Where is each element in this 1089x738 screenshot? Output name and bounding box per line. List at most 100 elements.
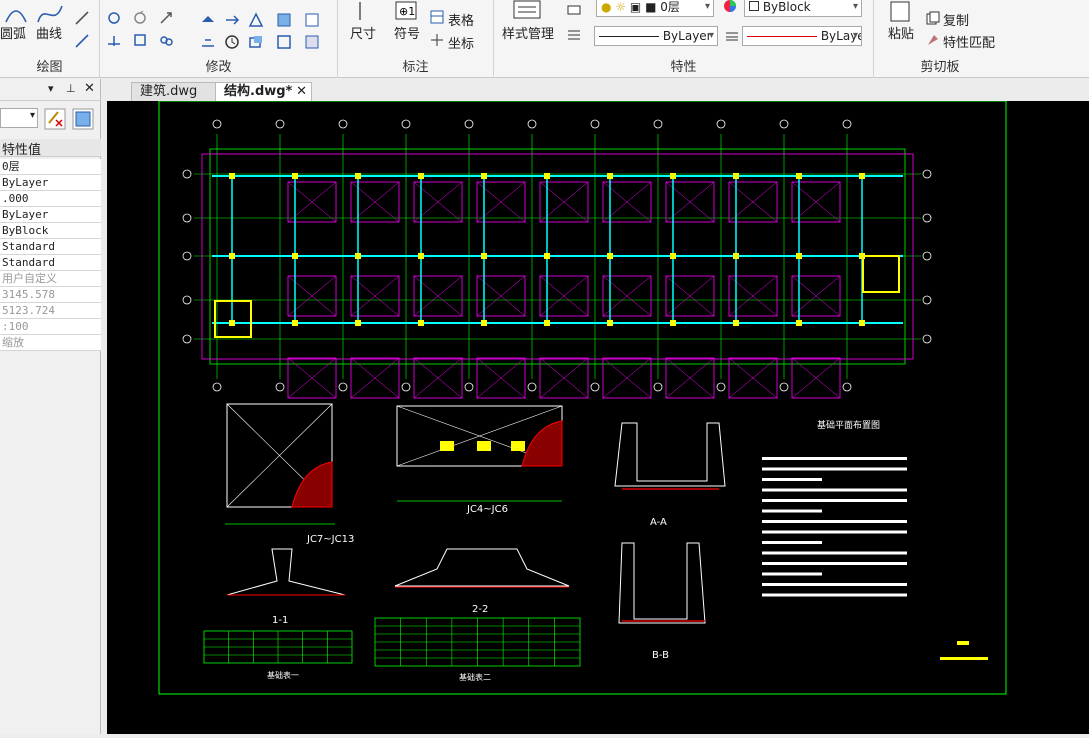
table-button[interactable]: 表格 <box>448 14 475 29</box>
coordinate-button[interactable]: 坐标 <box>448 37 475 52</box>
axis-bubble <box>590 119 600 129</box>
property-row-value[interactable]: .000 <box>0 191 101 207</box>
layer-manager-icon[interactable] <box>566 2 582 18</box>
move-icon[interactable] <box>106 10 122 26</box>
color-swatch-icon <box>749 1 759 11</box>
copy-button[interactable]: 复制 <box>943 14 970 29</box>
footing <box>602 357 652 399</box>
toggle-pickadd-icon[interactable] <box>44 108 66 130</box>
column <box>607 253 613 259</box>
stretch-icon[interactable] <box>248 12 264 28</box>
lineweight-icon[interactable] <box>724 28 740 44</box>
rotate-icon[interactable] <box>132 10 148 26</box>
offset-icon[interactable] <box>224 12 240 28</box>
panel-collapse-icon[interactable]: ▾ <box>48 82 54 95</box>
footing-diag <box>287 275 337 317</box>
trim-icon[interactable] <box>106 32 122 48</box>
property-row-value[interactable]: ByLayer <box>0 175 101 191</box>
footing-diag <box>539 357 589 399</box>
block-icon[interactable] <box>276 12 292 28</box>
footing <box>602 181 652 223</box>
footing <box>350 275 400 317</box>
coordinate-icon[interactable] <box>430 33 444 47</box>
mirror-icon[interactable] <box>200 34 216 50</box>
legend-mark <box>957 641 969 645</box>
erase-icon[interactable] <box>158 32 174 48</box>
column <box>670 253 676 259</box>
property-row-value[interactable]: 0层 <box>0 159 101 175</box>
linetype-dropdown[interactable]: ByLayer <box>594 26 718 46</box>
line-icon[interactable] <box>74 10 90 26</box>
scale-icon[interactable] <box>158 10 174 26</box>
property-row-value[interactable]: 5123.724 <box>0 303 101 319</box>
match-properties-icon[interactable] <box>926 33 940 47</box>
drawing-canvas[interactable]: 基础平面布置图 JC7~JC13 JC4~JC6 A-A 1-1 2-2 B-B… <box>107 100 1089 734</box>
property-row-value[interactable]: 用户自定义 <box>0 271 101 287</box>
note-line <box>762 499 907 502</box>
quick-select-icon[interactable] <box>72 108 94 130</box>
layer-dropdown[interactable]: ● ☼ ▣ ■ 0层 <box>596 0 714 17</box>
select-icon[interactable] <box>304 12 320 28</box>
copy-clip-icon[interactable] <box>926 11 940 25</box>
dimension-button[interactable]: 尺寸 <box>350 27 377 42</box>
panel-close-icon[interactable]: ✕ <box>84 81 95 96</box>
property-row-value[interactable]: 缩放 <box>0 335 101 351</box>
table-icon[interactable] <box>430 10 444 24</box>
symbol-button[interactable]: 符号 <box>394 27 421 42</box>
cad-drawing[interactable]: 基础平面布置图 JC7~JC13 JC4~JC6 A-A 1-1 2-2 B-B… <box>107 100 1089 734</box>
modify-group-label: 修改 <box>205 60 232 75</box>
footing <box>791 357 841 399</box>
panel-pin-icon[interactable]: ⊥ <box>66 82 76 95</box>
footing <box>539 275 589 317</box>
section-aa-outline <box>614 422 726 487</box>
section-22-label: 2-2 <box>472 604 488 615</box>
list-icon[interactable] <box>566 27 582 43</box>
color-dropdown[interactable]: ByBlock <box>744 0 862 17</box>
tab-architecture[interactable]: 建筑.dwg <box>131 82 219 101</box>
hatch-icon[interactable] <box>304 34 320 50</box>
explode-icon[interactable] <box>248 34 264 50</box>
stair-box <box>214 300 252 338</box>
polyline-icon[interactable] <box>74 33 90 49</box>
lineweight-dropdown[interactable]: ByLayer <box>742 26 862 46</box>
footing-plan-diag <box>226 403 333 508</box>
footing <box>287 357 337 399</box>
curve-button[interactable]: 曲线 <box>36 27 63 42</box>
dimension-icon[interactable] <box>350 2 370 20</box>
footing-column <box>440 441 454 451</box>
color-wheel-icon[interactable] <box>722 0 738 14</box>
axis-bubble <box>464 119 474 129</box>
footing-diag <box>602 181 652 223</box>
property-row-value[interactable]: Standard <box>0 239 101 255</box>
axis-bubble <box>464 382 474 392</box>
symbol-icon[interactable]: ⊕1 <box>394 0 418 22</box>
paste-button[interactable]: 粘贴 <box>888 27 915 42</box>
clipboard-group: 粘贴 复制 特性匹配 剪切板 <box>874 0 1006 78</box>
object-type-dropdown[interactable]: ▾ <box>0 108 38 128</box>
property-row-value[interactable]: :100 <box>0 319 101 335</box>
group-icon[interactable] <box>276 34 292 50</box>
property-row-value[interactable]: Standard <box>0 255 101 271</box>
footing-diag <box>350 181 400 223</box>
property-row-value[interactable]: ByBlock <box>0 223 101 239</box>
property-row-value[interactable]: ByLayer <box>0 207 101 223</box>
fillet-icon[interactable] <box>224 34 240 50</box>
arc-icon[interactable] <box>4 4 28 24</box>
style-manager-icon[interactable] <box>512 0 542 20</box>
array-icon[interactable] <box>200 12 216 28</box>
arc-button[interactable]: 圆弧 <box>0 27 27 42</box>
tab-structure[interactable]: 结构.dwg*✕ <box>215 82 312 101</box>
property-row-value[interactable]: 3145.578 <box>0 287 101 303</box>
style-manager-button[interactable]: 样式管理 <box>502 27 555 42</box>
copy-icon[interactable] <box>132 32 148 48</box>
curve-icon[interactable] <box>36 2 64 24</box>
lightbulb-icon: ● <box>601 0 612 14</box>
color-square-icon: ■ <box>645 0 657 14</box>
match-properties-button[interactable]: 特性匹配 <box>943 36 996 51</box>
properties-group: 样式管理 ● ☼ ▣ ■ 0层 ByBlock ByLayer ByLayer … <box>494 0 874 78</box>
paste-icon[interactable] <box>888 0 912 22</box>
column <box>292 320 298 326</box>
legend-mark <box>940 657 988 660</box>
tab-close-icon[interactable]: ✕ <box>296 84 307 99</box>
footing-diag <box>476 181 526 223</box>
